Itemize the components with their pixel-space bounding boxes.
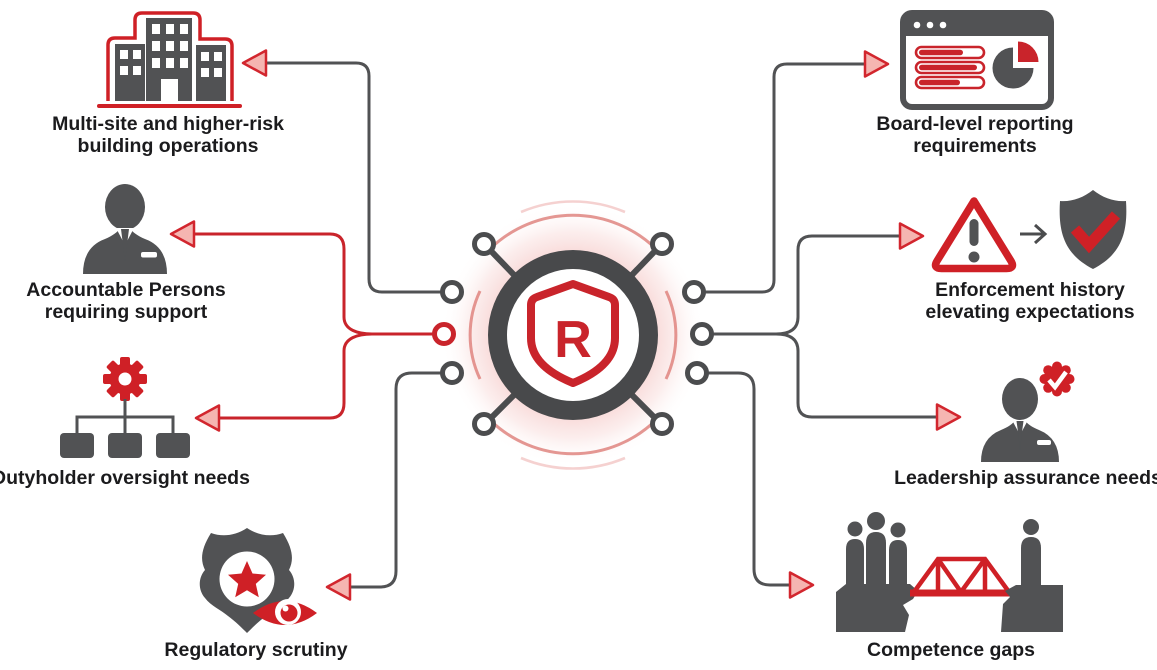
label-line: Leadership assurance needs [894, 467, 1157, 489]
arrowhead-dutyholder [194, 404, 221, 432]
connector-competence [708, 371, 815, 599]
dashboard-pie-icon [900, 10, 1054, 110]
arrowhead-multi-site [241, 49, 268, 77]
arrowhead-leadership [935, 403, 962, 431]
label-accountable-persons: Accountable Persons requiring support [26, 279, 226, 323]
label-regulatory-scrutiny: Regulatory scrutiny [164, 639, 348, 662]
person-verified-icon [981, 361, 1075, 462]
people-group-icon [846, 512, 907, 590]
buildings-icon [97, 11, 242, 108]
connector-accountable-dutyholder-fork [169, 220, 433, 432]
bar-rows [914, 45, 986, 90]
label-line: Regulatory scrutiny [164, 639, 348, 661]
small-arrow-icon [1020, 223, 1048, 245]
label-line: elevating expectations [925, 300, 1135, 323]
label-dutyholder-oversight: Dutyholder oversight needs [0, 467, 250, 490]
label-line: Enforcement history [935, 279, 1125, 301]
eye-icon [253, 599, 317, 625]
label-multi-site-operations: Multi-site and higher-risk building oper… [52, 113, 284, 157]
arrowhead-board [863, 50, 890, 78]
label-line: Accountable Persons [26, 279, 226, 301]
connector-multi-site [241, 49, 441, 294]
label-line: building operations [77, 134, 259, 157]
connector-regulatory [325, 371, 441, 601]
label-competence-gaps: Competence gaps [867, 639, 1035, 662]
truss-bridge-icon [910, 556, 1011, 597]
building-windows [120, 24, 222, 101]
label-leadership-assurance: Leadership assurance needs [894, 467, 1157, 490]
label-line: requirements [913, 134, 1037, 157]
arrowhead-competence [788, 571, 815, 599]
business-person-icon [83, 184, 167, 274]
hub-diagonal-stubs [472, 232, 674, 436]
arrowhead-accountable [169, 220, 196, 248]
logo-letter: R [554, 311, 592, 369]
left-cliff [836, 584, 918, 632]
warning-to-shield-icon [931, 190, 1127, 273]
label-line: Dutyholder oversight needs [0, 467, 250, 489]
arrowhead-regulatory [325, 573, 352, 601]
label-board-level-reporting: Board-level reporting requirements [876, 113, 1074, 157]
label-line: requiring support [44, 300, 208, 323]
connector-board-reporting [705, 50, 890, 294]
gear-org-chart-icon [60, 357, 190, 458]
label-enforcement-history: Enforcement history elevating expectatio… [925, 279, 1135, 323]
central-hub: R [432, 200, 714, 470]
badge-eye-icon [199, 528, 317, 633]
label-line: Multi-site and higher-risk [52, 113, 284, 135]
connector-enforcement-leadership-fork [713, 222, 962, 431]
shield-r-logo: R [527, 280, 619, 387]
label-line: Board-level reporting [876, 113, 1074, 135]
single-person-icon [1021, 519, 1041, 586]
verified-badge-icon [1039, 361, 1075, 397]
pie-chart-icon [992, 41, 1039, 89]
hub-connection-dots [432, 280, 714, 385]
arrowhead-enforcement [898, 222, 925, 250]
label-line: Competence gaps [867, 639, 1035, 661]
shield-check-icon [1059, 190, 1127, 269]
star-icon [228, 561, 266, 598]
right-cliff [1001, 585, 1063, 632]
bridge-gap-icon [836, 512, 1063, 632]
